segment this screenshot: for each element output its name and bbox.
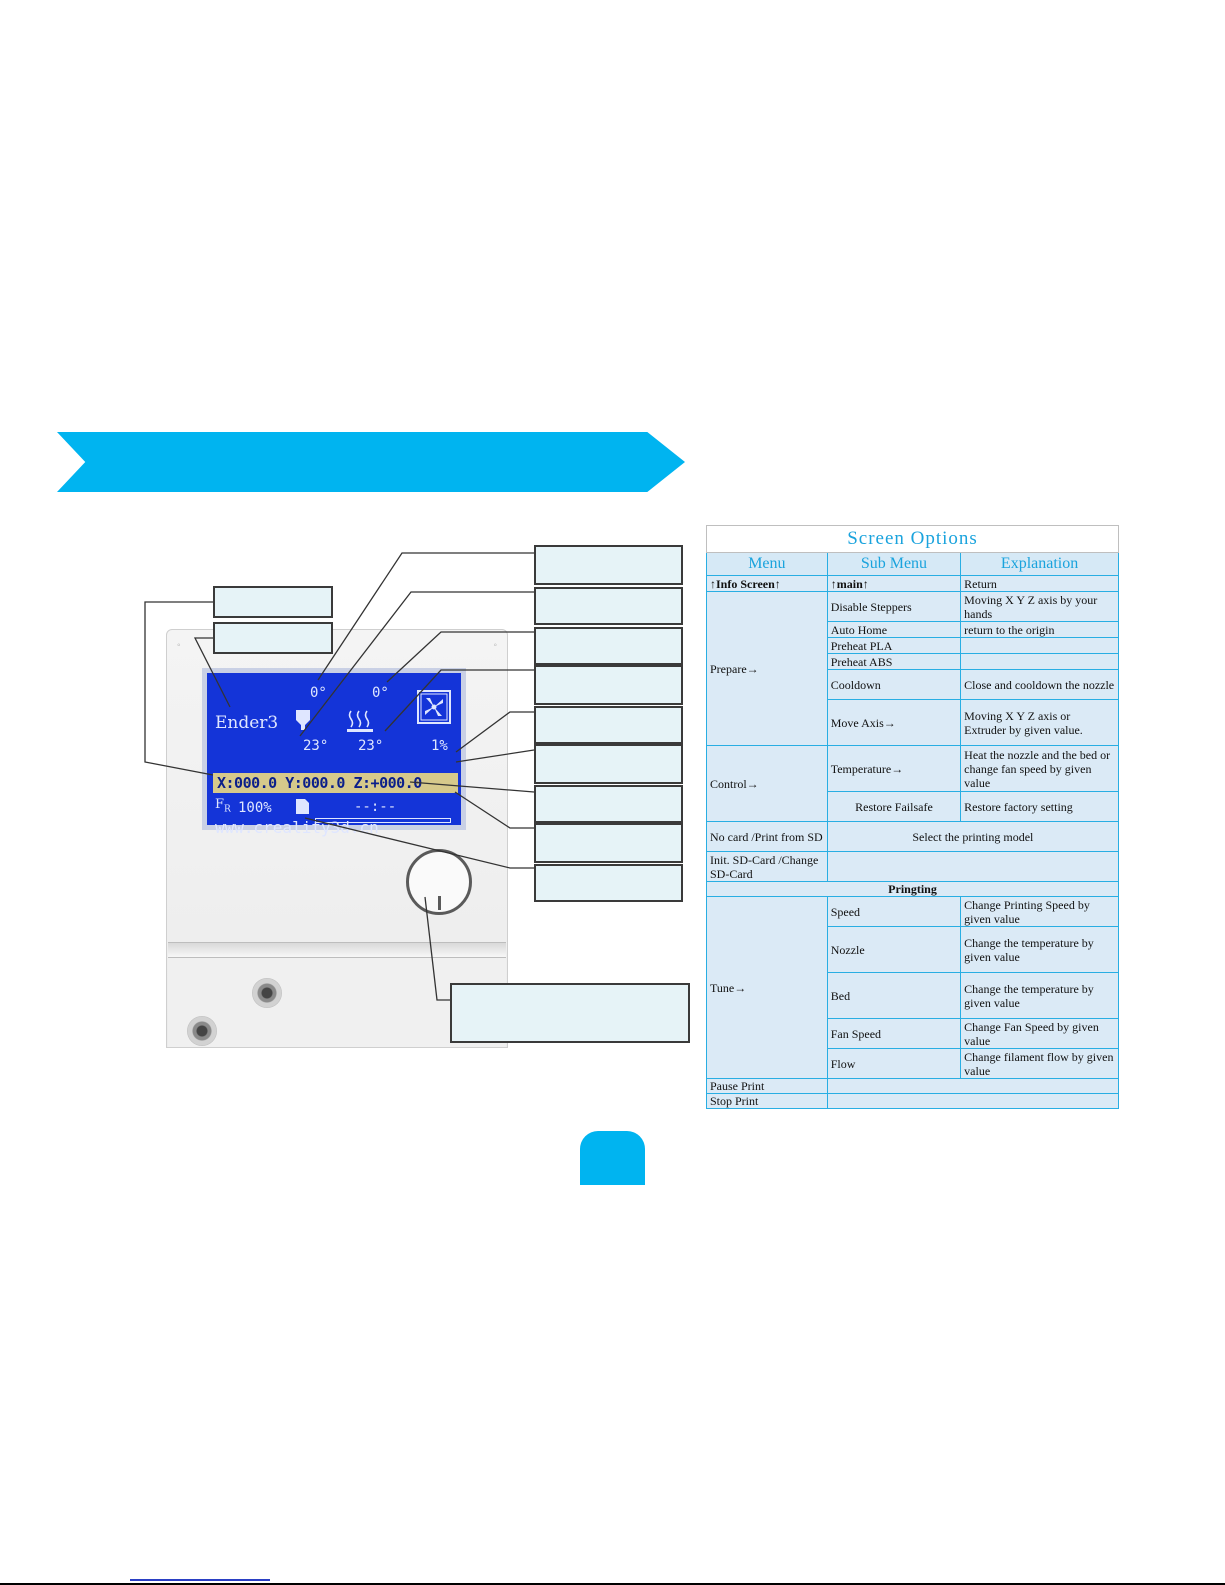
callout-box-bed-target	[534, 627, 683, 665]
device-divider	[168, 942, 506, 958]
table-title: Screen Options	[706, 525, 1119, 553]
table-cell-sub: Temperature→	[826, 745, 962, 792]
lcd-bed-target: 0°	[372, 685, 389, 701]
table-cell-sub: Speed	[826, 896, 962, 927]
page-number-tab	[580, 1131, 645, 1185]
callout-box-nozzle-target	[534, 587, 683, 625]
table-cell-menu: Stop Print	[706, 1093, 828, 1109]
callout-box-url	[534, 864, 683, 902]
hotend-icon	[296, 710, 310, 730]
lcd-url: www.creality3d.cn	[215, 818, 379, 837]
table-cell-menu: ↑Info Screen↑	[706, 575, 828, 592]
callout-box-feedrate	[213, 622, 333, 654]
table-cell-sub: Fan Speed	[826, 1018, 962, 1049]
table-cell-explanation: return to the origin	[960, 621, 1119, 638]
table-cell-empty	[826, 1078, 1120, 1094]
lcd-coordinates: X:000.0 Y:000.0 Z:+000.0	[217, 774, 422, 792]
callout-box-coordinates	[534, 744, 683, 784]
fan-icon	[417, 690, 451, 724]
table-cell-explanation	[960, 653, 1119, 670]
table-cell-menu: Tune→	[706, 896, 828, 1079]
table-cell-sub: Move Axis→	[826, 699, 962, 746]
lcd-nozzle-current: 23°	[303, 738, 329, 754]
sd-card-icon	[296, 799, 309, 814]
table-cell-empty	[826, 1093, 1120, 1109]
table-cell-explanation: Moving X Y Z axis by your hands	[960, 591, 1119, 622]
callout-box-fan	[534, 706, 683, 744]
knob-indicator	[438, 896, 441, 910]
table-cell-explanation: Heat the nozzle and the bed or change fa…	[960, 745, 1119, 792]
callout-box-print-time	[534, 785, 683, 823]
table-cell-menu: Init. SD-Card /Change SD-Card	[706, 851, 828, 882]
table-cell-explanation	[960, 637, 1119, 654]
lcd-screen: Ender3 0° 23° 0° 23° 1% X:000.0 Y:000.0 …	[202, 668, 466, 836]
table-cell-sub: Cooldown	[826, 669, 962, 700]
lcd-print-time: --:--	[354, 799, 397, 815]
screw-icon	[187, 1016, 217, 1046]
table-cell-sub: Nozzle	[826, 926, 962, 973]
callout-box-nozzle-current	[534, 545, 683, 585]
screen-options-table: Screen Options Menu Sub Menu Explanation…	[706, 525, 1120, 1109]
feedrate-icon: FR	[215, 797, 231, 815]
lcd-coordinate-bar	[213, 773, 458, 793]
section-banner	[57, 432, 685, 492]
table-cell-sub: ↑main↑	[826, 575, 962, 592]
table-cell-explanation: Change filament flow by given value	[960, 1048, 1119, 1079]
table-cell-explanation: Change the temperature by given value	[960, 972, 1119, 1019]
lcd-nozzle-target: 0°	[310, 685, 327, 701]
footer-rule	[0, 1583, 1225, 1585]
callout-box-bed-current	[534, 665, 683, 705]
lcd-fan-speed: 1%	[431, 738, 448, 754]
table-header: Explanation	[960, 552, 1119, 576]
callout-box-knob	[450, 983, 690, 1043]
table-cell-menu: No card /Print from SD	[706, 821, 828, 852]
table-section-printing: Pringting	[706, 881, 1119, 897]
callout-box-progress	[534, 823, 683, 863]
table-cell-explanation: Change Fan Speed by given value	[960, 1018, 1119, 1049]
table-cell-menu: Control→	[706, 745, 828, 822]
table-cell-sub: Preheat PLA	[826, 637, 962, 654]
table-cell-explanation: Select the printing model	[826, 821, 1120, 852]
lcd-printer-name: Ender3	[215, 713, 279, 733]
table-cell-sub: Preheat ABS	[826, 653, 962, 670]
table-cell-empty	[826, 851, 1120, 882]
table-cell-sub: Bed	[826, 972, 962, 1019]
footer-link-underline	[130, 1579, 270, 1581]
control-knob	[406, 849, 472, 915]
table-header: Menu	[706, 552, 828, 576]
table-cell-menu: Prepare→	[706, 591, 828, 746]
heated-bed-icon	[347, 710, 373, 732]
table-cell-explanation: Moving X Y Z axis or Extruder by given v…	[960, 699, 1119, 746]
corner-mark: ◦	[177, 640, 181, 651]
table-header: Sub Menu	[826, 552, 962, 576]
table-cell-explanation: Close and cooldown the nozzle	[960, 669, 1119, 700]
lcd-bed-current: 23°	[358, 738, 384, 754]
table-cell-sub: Flow	[826, 1048, 962, 1079]
corner-mark: ◦	[493, 640, 497, 651]
table-cell-explanation: Change the temperature by given value	[960, 926, 1119, 973]
callout-box-name	[213, 586, 333, 618]
screw-icon	[252, 978, 282, 1008]
table-cell-sub: Restore Failsafe	[826, 791, 962, 822]
table-cell-explanation: Return	[960, 575, 1119, 592]
table-cell-explanation: Restore factory setting	[960, 791, 1119, 822]
table-cell-menu: Pause Print	[706, 1078, 828, 1094]
table-cell-sub: Disable Steppers	[826, 591, 962, 622]
table-cell-sub: Auto Home	[826, 621, 962, 638]
table-cell-explanation: Change Printing Speed by given value	[960, 896, 1119, 927]
lcd-feed-rate: 100%	[238, 800, 272, 816]
